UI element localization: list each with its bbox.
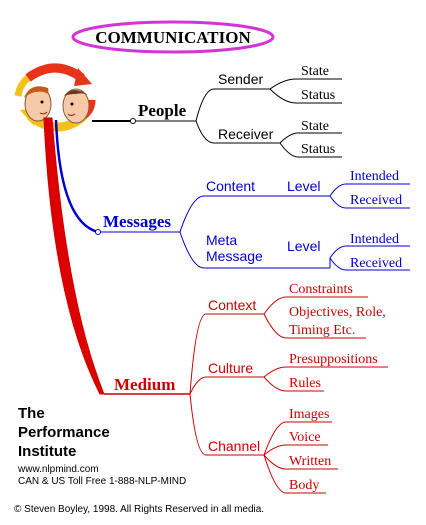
medium-label: Medium bbox=[114, 375, 175, 394]
meta-intended-label: Intended bbox=[350, 232, 399, 247]
medium-connector bbox=[43, 117, 105, 395]
images-label: Images bbox=[289, 407, 329, 422]
constraints-label: Constraints bbox=[289, 282, 353, 297]
meta-label-line2: Message bbox=[206, 248, 263, 264]
context-label: Context bbox=[208, 297, 256, 313]
messages-connector bbox=[54, 119, 99, 234]
written-label: Written bbox=[289, 454, 331, 469]
phone-number: CAN & US Toll Free 1-888-NLP-MIND bbox=[18, 476, 186, 487]
receiver-state-label: State bbox=[301, 119, 329, 134]
channel-label: Channel bbox=[208, 438, 260, 454]
footer: The Performance Institute www.nlpmind.co… bbox=[14, 405, 264, 515]
org-name-line1: The bbox=[18, 405, 45, 422]
content-received-label: Received bbox=[350, 193, 402, 208]
meta-received-label: Received bbox=[350, 256, 402, 271]
rules-label: Rules bbox=[289, 376, 321, 391]
objectives-label-line2: Timing Etc. bbox=[289, 323, 355, 338]
receiver-label: Receiver bbox=[218, 126, 274, 142]
sender-status-label: Status bbox=[301, 88, 335, 103]
sender-label: Sender bbox=[218, 71, 263, 87]
org-name-line2: Performance bbox=[18, 424, 110, 441]
receiver-status-label: Status bbox=[301, 142, 335, 157]
two-faces-icon bbox=[24, 86, 90, 124]
presuppositions-label: Presuppositions bbox=[289, 352, 378, 367]
body-label: Body bbox=[289, 478, 319, 493]
medium-branch: Medium Context Culture Channel Constrain… bbox=[104, 282, 388, 494]
title-oval bbox=[71, 20, 275, 54]
culture-label: Culture bbox=[208, 360, 253, 376]
messages-label: Messages bbox=[103, 212, 171, 231]
people-branch: People Sender Receiver State Status Stat… bbox=[130, 64, 342, 158]
messages-branch: Messages Content Meta Message Level Inte… bbox=[95, 169, 410, 271]
meta-label-line1: Meta bbox=[206, 232, 237, 248]
copyright-text: © Steven Boyley, 1998. All Rights Reserv… bbox=[14, 504, 264, 515]
content-level-label: Level bbox=[287, 178, 320, 194]
org-name-line3: Institute bbox=[18, 443, 76, 460]
sender-state-label: State bbox=[301, 64, 329, 79]
objectives-label-line1: Objectives, Role, bbox=[289, 305, 386, 320]
content-label: Content bbox=[206, 178, 255, 194]
website-link[interactable]: www.nlpmind.com bbox=[17, 464, 99, 475]
page-title: COMMUNICATION bbox=[95, 28, 251, 47]
voice-label: Voice bbox=[289, 430, 321, 445]
content-intended-label: Intended bbox=[350, 169, 399, 184]
meta-level-label: Level bbox=[287, 238, 320, 254]
people-label: People bbox=[138, 101, 187, 120]
